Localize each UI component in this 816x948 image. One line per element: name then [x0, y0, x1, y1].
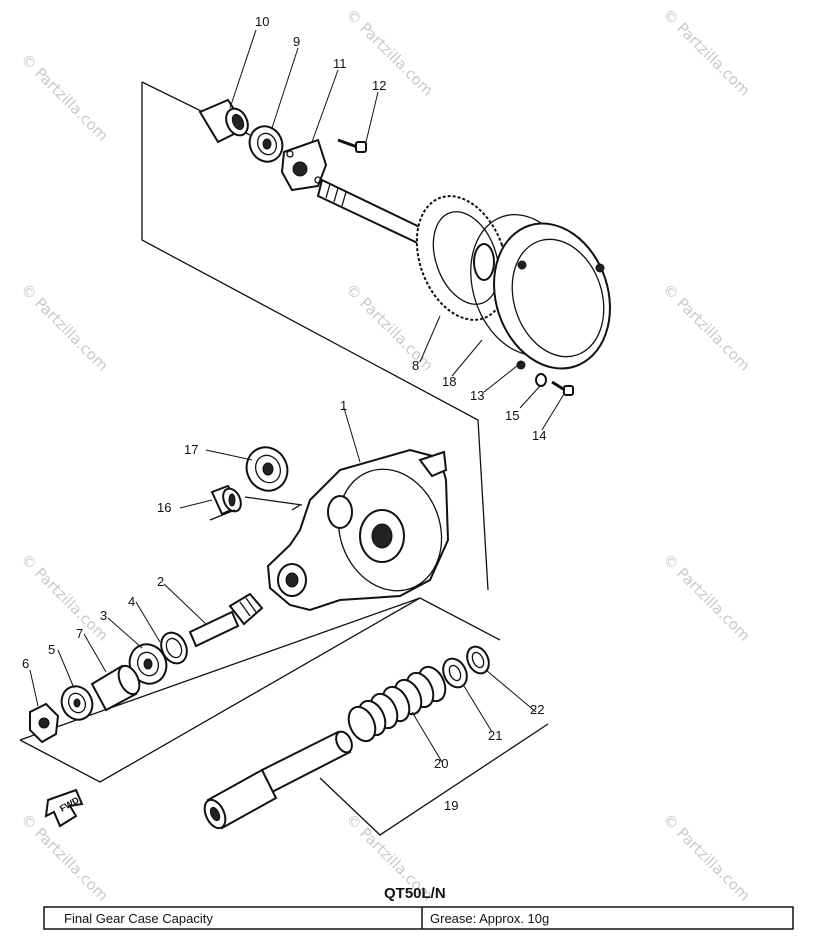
- callout-5: 5: [48, 642, 55, 657]
- part-10-bushing: [198, 98, 249, 144]
- watermark-2: © Partzilla.com: [342, 5, 437, 100]
- leader-lines: [29, 29, 565, 763]
- callout-1: 1: [340, 398, 347, 413]
- part-9-bearing: [248, 125, 284, 163]
- capacity-label: Final Gear Case Capacity: [64, 911, 213, 926]
- part-12-screw: [337, 138, 367, 153]
- callouts: 10 9 11 12 8 18 13 15 14 1 17 16 2 4 3 7…: [22, 14, 546, 813]
- watermark-11: © Partzilla.com: [659, 810, 754, 905]
- callout-21: 21: [488, 728, 502, 743]
- watermark-8: © Partzilla.com: [659, 550, 754, 645]
- part-20-spring: [347, 665, 447, 743]
- shaft-bracket: [319, 723, 549, 836]
- capacity-value: Grease: Approx. 10g: [430, 911, 549, 926]
- watermark-5: © Partzilla.com: [342, 280, 437, 375]
- model-title: QT50L/N: [384, 885, 446, 902]
- callout-17: 17: [184, 442, 198, 457]
- callout-13: 13: [470, 388, 484, 403]
- part-15-washer: [535, 373, 547, 387]
- callout-19: 19: [444, 798, 458, 813]
- callout-12: 12: [372, 78, 386, 93]
- callout-20: 20: [434, 756, 448, 771]
- watermark-7: © Partzilla.com: [17, 550, 112, 645]
- callout-22: 22: [530, 702, 544, 717]
- part-21-washer: [442, 657, 468, 689]
- callout-11: 11: [333, 56, 347, 71]
- watermark-6: © Partzilla.com: [659, 280, 754, 375]
- callout-2: 2: [157, 574, 164, 589]
- watermarks: © Partzilla.com © Partzilla.com © Partzi…: [17, 5, 754, 905]
- part-16-bushing: [210, 484, 242, 516]
- callout-9: 9: [293, 34, 300, 49]
- watermark-1: © Partzilla.com: [17, 50, 112, 145]
- part-19-shaft: [203, 730, 353, 830]
- watermark-4: © Partzilla.com: [17, 280, 112, 375]
- part-1-gear-case: [266, 448, 450, 612]
- part-13-cover: [493, 222, 611, 370]
- fwd-arrow-icon: FWD: [44, 788, 84, 828]
- part-7-sleeve: [90, 664, 141, 712]
- callout-18: 18: [442, 374, 456, 389]
- part-11-plate: [280, 138, 328, 192]
- part-6-nut: [29, 702, 60, 744]
- part-2-pinion-shaft: [188, 592, 264, 648]
- part-14-bolt: [551, 380, 574, 396]
- callout-14: 14: [532, 428, 546, 443]
- callout-3: 3: [100, 608, 107, 623]
- watermark-3: © Partzilla.com: [659, 5, 754, 100]
- callout-4: 4: [128, 594, 135, 609]
- callout-10: 10: [255, 14, 269, 29]
- part-5-bearing: [60, 685, 94, 721]
- part-8-axle-gear: [316, 178, 509, 321]
- callout-16: 16: [157, 500, 171, 515]
- part-17-bearing: [245, 446, 289, 492]
- capacity-table: Final Gear Case Capacity Grease: Approx.…: [43, 906, 794, 930]
- part-22-ring: [466, 645, 490, 675]
- callout-7: 7: [76, 626, 83, 641]
- callout-15: 15: [505, 408, 519, 423]
- callout-8: 8: [412, 358, 419, 373]
- callout-6: 6: [22, 656, 29, 671]
